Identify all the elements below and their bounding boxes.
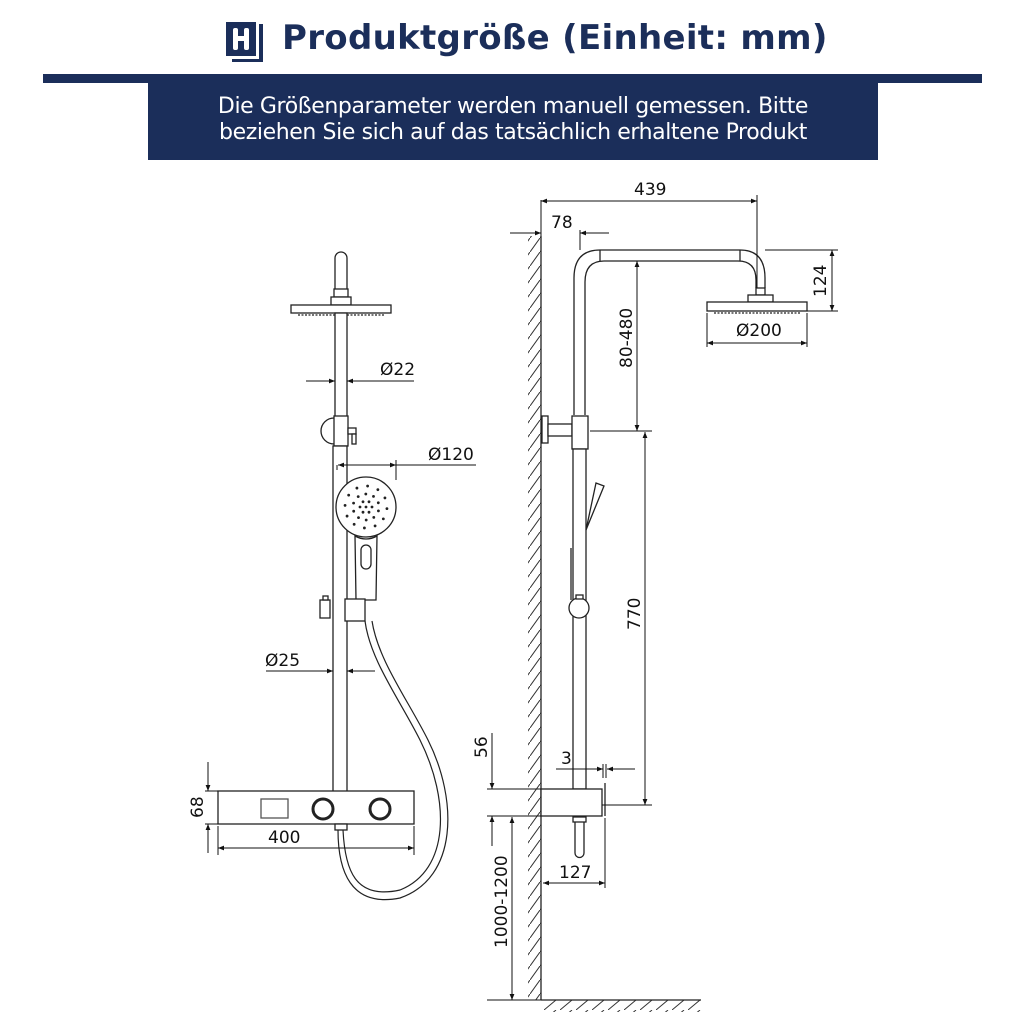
slider-side xyxy=(568,597,590,619)
note-line-2: beziehen Sie sich auf das tatsächlich er… xyxy=(219,120,807,145)
header: Produktgröße (Einheit: mm) xyxy=(0,0,1024,74)
title-divider xyxy=(43,74,982,83)
dim-wall-to-pipe: 78 xyxy=(551,213,573,233)
rain-head-side xyxy=(706,301,808,312)
dim-panel-height: 68 xyxy=(188,796,208,818)
dim-panel-width: 400 xyxy=(268,828,300,848)
hand-shower-side xyxy=(585,482,605,531)
thermostat-panel xyxy=(217,790,415,831)
dim-head-drop: 124 xyxy=(811,265,831,297)
dim-pipe-diameter: Ø22 xyxy=(380,360,415,380)
dim-hand-shower-diameter: Ø120 xyxy=(428,445,474,465)
note-line-1: Die Größenparameter werden manuell gemes… xyxy=(217,94,809,119)
dim-gap: 3 xyxy=(561,749,572,769)
dim-rail-length: 770 xyxy=(625,598,645,630)
measurement-note: Die Größenparameter werden manuell gemes… xyxy=(148,83,878,160)
upper-pipe xyxy=(334,312,348,419)
wall xyxy=(528,236,701,1012)
shower-arm-icon xyxy=(330,251,352,306)
side-view xyxy=(540,249,808,859)
dim-total-projection: 439 xyxy=(634,180,666,200)
slider-holder xyxy=(319,595,366,622)
wall-bracket xyxy=(541,415,589,450)
dim-panel-depth: 127 xyxy=(559,863,591,883)
diverter-valve xyxy=(320,415,357,447)
dim-height-adjust: 80-480 xyxy=(617,308,637,368)
shower-hose xyxy=(342,620,442,893)
front-view xyxy=(217,251,449,901)
dim-install-height: 1000-1200 xyxy=(492,855,512,948)
rail-side xyxy=(572,448,587,790)
side-dimensions xyxy=(487,195,838,1001)
hand-shower-nozzles-icon xyxy=(343,484,389,530)
dim-rain-head-diameter: Ø200 xyxy=(736,321,782,341)
panel-side xyxy=(540,788,603,817)
dim-panel-thickness: 56 xyxy=(472,736,492,758)
shower-arm-side xyxy=(573,249,766,415)
page-title: Produktgröße (Einheit: mm) xyxy=(282,18,828,58)
dim-rail-diameter: Ø25 xyxy=(265,651,300,671)
brand-logo-icon xyxy=(226,22,263,62)
front-dimensions xyxy=(205,378,476,855)
